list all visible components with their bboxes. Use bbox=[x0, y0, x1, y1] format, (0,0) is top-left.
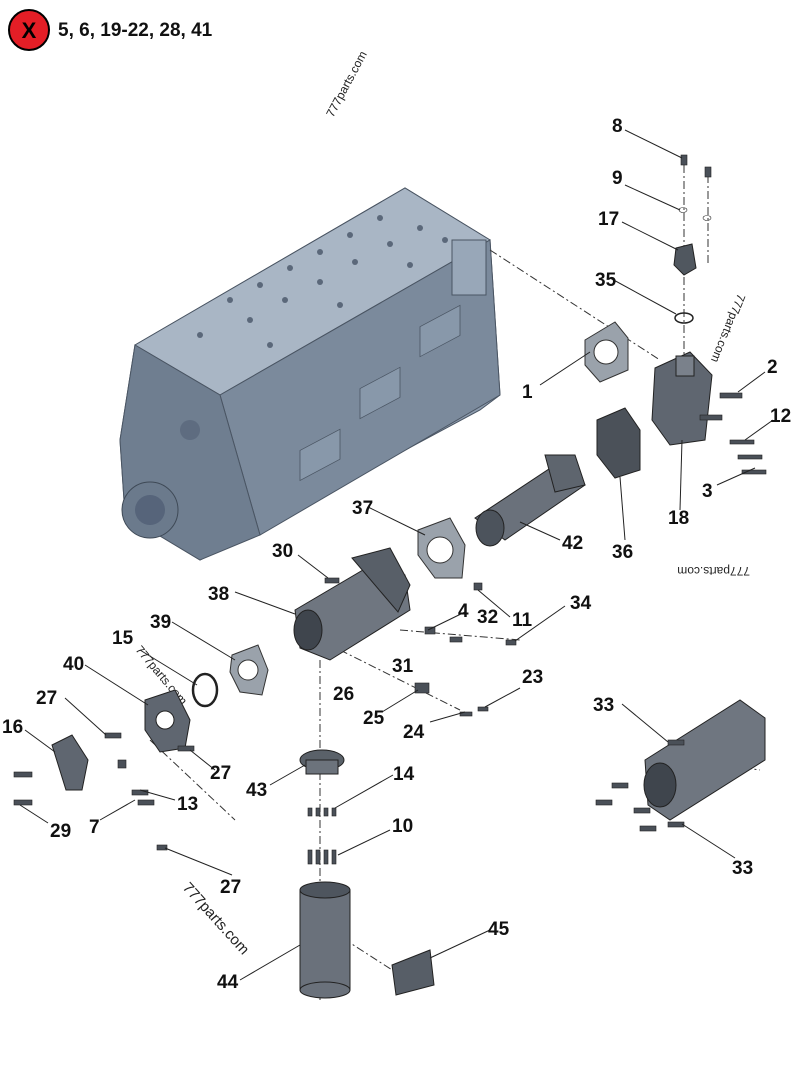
gasket-39 bbox=[229, 644, 269, 696]
callout-32: 32 bbox=[477, 607, 498, 628]
callout-38: 38 bbox=[208, 584, 229, 605]
housing-33 bbox=[643, 699, 766, 821]
callout-43: 43 bbox=[246, 780, 267, 801]
watermark: 777parts.com bbox=[323, 49, 369, 120]
callout-16: 16 bbox=[2, 717, 23, 738]
callout-35: 35 bbox=[595, 270, 617, 291]
watermark: 777parts.com bbox=[677, 564, 750, 578]
callout-36: 36 bbox=[612, 542, 633, 563]
gasket-36 bbox=[596, 407, 641, 479]
callout-8: 8 bbox=[612, 116, 623, 137]
filter-head-43 bbox=[299, 749, 345, 775]
tube-42 bbox=[474, 454, 586, 547]
callout-17: 17 bbox=[598, 209, 619, 230]
callout-24: 24 bbox=[403, 722, 425, 743]
callout-25: 25 bbox=[363, 708, 385, 729]
callout-27: 27 bbox=[210, 763, 231, 784]
callout-39: 39 bbox=[150, 612, 171, 633]
callout-30: 30 bbox=[272, 541, 293, 562]
callout-37: 37 bbox=[352, 498, 373, 519]
callout-45: 45 bbox=[488, 919, 510, 940]
fasteners bbox=[13, 154, 767, 865]
callout-2: 2 bbox=[767, 357, 778, 378]
callout-31: 31 bbox=[392, 656, 414, 677]
callout-1: 1 bbox=[522, 382, 533, 403]
gasket-37 bbox=[417, 517, 466, 579]
housing-18 bbox=[651, 351, 713, 446]
bracket-16 bbox=[51, 734, 89, 791]
callout-26: 26 bbox=[333, 684, 354, 705]
callout-10: 10 bbox=[392, 816, 413, 837]
callout-42: 42 bbox=[562, 533, 583, 554]
callout-27: 27 bbox=[36, 688, 57, 709]
callout-40: 40 bbox=[63, 654, 84, 675]
filter-44 bbox=[299, 881, 351, 999]
callout-15: 15 bbox=[112, 628, 134, 649]
bracket-40 bbox=[144, 689, 191, 753]
callout-34: 34 bbox=[570, 593, 592, 614]
callout-11: 11 bbox=[512, 610, 533, 631]
callout-leaders bbox=[19, 129, 774, 981]
callout-18: 18 bbox=[668, 508, 689, 529]
callout-9: 9 bbox=[612, 168, 623, 189]
callout-33: 33 bbox=[732, 858, 753, 879]
callout-7: 7 bbox=[89, 817, 100, 838]
missing-parts-legend: X 5, 6, 19-22, 28, 41 bbox=[8, 9, 213, 51]
missing-parts-list: 5, 6, 19-22, 28, 41 bbox=[58, 20, 213, 41]
callout-44: 44 bbox=[217, 972, 239, 993]
callout-23: 23 bbox=[522, 667, 543, 688]
callout-4: 4 bbox=[458, 601, 469, 622]
callout-33: 33 bbox=[593, 695, 614, 716]
callout-29: 29 bbox=[50, 821, 71, 842]
callout-labels: 1 2 3 4 7 8 9 10 11 12 13 14 15 16 17 18… bbox=[2, 116, 791, 993]
x-badge-icon bbox=[8, 9, 50, 51]
o-ring-35 bbox=[674, 312, 694, 324]
watermark: 777parts.com bbox=[708, 292, 748, 365]
callout-14: 14 bbox=[393, 764, 415, 785]
callout-27: 27 bbox=[220, 877, 241, 898]
o-ring-15 bbox=[191, 672, 219, 708]
callout-12: 12 bbox=[770, 406, 791, 427]
x-badge-letter: X bbox=[22, 18, 37, 43]
label-45 bbox=[391, 949, 435, 996]
callout-13: 13 bbox=[177, 794, 198, 815]
engine-block bbox=[119, 187, 501, 561]
callout-3: 3 bbox=[702, 481, 713, 502]
watermark: 777parts.com bbox=[179, 879, 252, 958]
thermostat-17 bbox=[673, 243, 697, 276]
housing-38 bbox=[293, 547, 411, 661]
gasket-1 bbox=[584, 321, 629, 383]
